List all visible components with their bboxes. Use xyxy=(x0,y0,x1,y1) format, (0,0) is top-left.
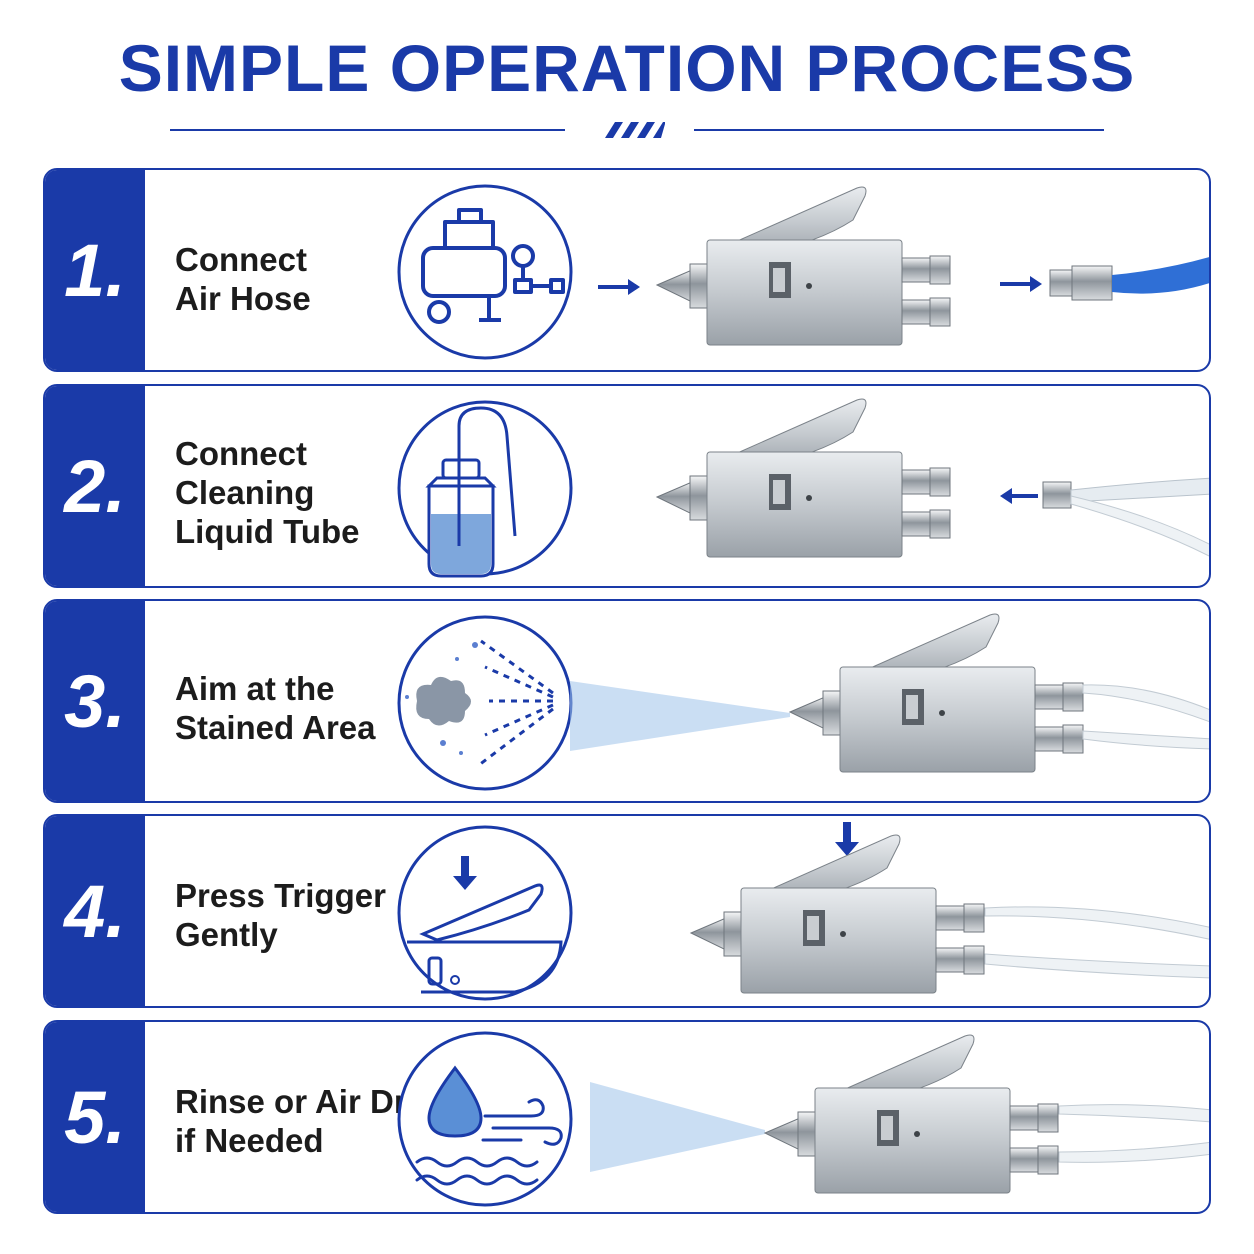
step-3-illustration xyxy=(397,613,1209,791)
title-divider xyxy=(170,118,1104,142)
page-title: SIMPLE OPERATION PROCESS xyxy=(118,31,1136,105)
step-number: 3. xyxy=(64,659,126,743)
step-label: Connect Cleaning Liquid Tube xyxy=(175,435,360,550)
step-4-illustration xyxy=(397,822,1209,1001)
step-2-illustration xyxy=(397,398,1209,578)
spray-gun-image xyxy=(656,186,951,346)
liquid-tube-image xyxy=(1042,477,1209,557)
spray-gun-image xyxy=(764,1034,1059,1194)
step-number: 1. xyxy=(64,228,126,312)
spray-stain-icon xyxy=(397,615,573,791)
step-number: 4. xyxy=(64,869,126,953)
liquid-tube-image xyxy=(984,906,1209,979)
spray-mist xyxy=(570,681,790,751)
step-number-panel: 2. xyxy=(45,386,145,586)
step-number-panel: 3. xyxy=(45,601,145,801)
step-number: 2. xyxy=(64,444,126,528)
step-number-panel: 5. xyxy=(45,1022,145,1212)
liquid-tube-image xyxy=(1058,1104,1209,1163)
spray-gun-image xyxy=(656,398,951,558)
air-compressor-icon xyxy=(397,184,573,360)
step-label: Aim at the Stained Area xyxy=(175,670,376,746)
spray-gun-image xyxy=(690,834,985,994)
step-card-5: 5. Rinse or Air Dry if Needed xyxy=(43,1020,1211,1214)
liquid-bottle-icon xyxy=(397,400,573,578)
water-air-dry-icon xyxy=(397,1031,573,1207)
step-1-illustration xyxy=(397,184,1209,360)
step-label: Press Trigger Gently xyxy=(175,877,386,953)
arrow-icon xyxy=(598,279,640,295)
step-card-4: 4. Press Trigger Gently xyxy=(43,814,1211,1008)
step-number: 5. xyxy=(64,1075,126,1159)
step-label: Connect Air Hose xyxy=(175,241,311,317)
spray-gun-image xyxy=(789,613,1084,773)
step-card-2: 2. Connect Cleaning Liquid Tube xyxy=(43,384,1211,588)
arrow-icon xyxy=(835,822,859,856)
liquid-tube-image xyxy=(1082,684,1209,750)
step-number-panel: 4. xyxy=(45,816,145,1006)
spray-mist xyxy=(590,1082,765,1172)
step-card-3: 3. Aim at the Stained Area xyxy=(43,599,1211,803)
step-card-1: 1. Connect Air Hose xyxy=(43,168,1211,372)
press-trigger-icon xyxy=(397,825,573,1001)
arrow-icon xyxy=(1000,488,1038,504)
arrow-icon xyxy=(1000,276,1042,292)
step-5-illustration xyxy=(397,1031,1209,1207)
step-label: Rinse or Air Dry if Needed xyxy=(175,1083,426,1159)
step-number-panel: 1. xyxy=(45,170,145,370)
air-hose-image xyxy=(1049,257,1209,301)
slashes-ornament xyxy=(605,122,665,138)
